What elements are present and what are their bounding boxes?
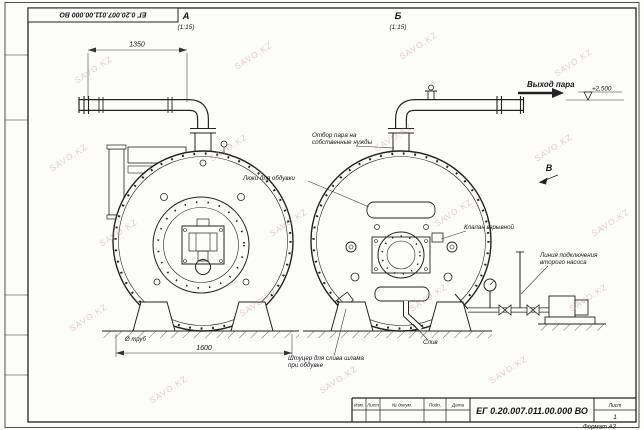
sheet-frame (5, 7, 637, 423)
manhole-frame (371, 236, 431, 274)
format-label: Формат А3 (583, 425, 616, 430)
steam-outlet-arrow (518, 88, 564, 98)
dim-top-width: 1350 (129, 42, 145, 49)
burner-assembly (181, 218, 225, 275)
tb-col-izm: Изм. (354, 403, 364, 408)
view-v-label: В (546, 163, 553, 173)
dimension-1350: 1350 (87, 42, 188, 102)
elevation-value: +2,500 (592, 86, 612, 93)
front-view-a (78, 96, 294, 332)
support-saddle (330, 301, 374, 332)
flange-bolts-ring (114, 152, 292, 330)
valve-icon (498, 304, 506, 316)
annotation-sludge-1: Штуцер для слива шлама (288, 355, 364, 362)
pipe-diameter-note: Ø труб (124, 337, 147, 343)
support-saddle (428, 301, 472, 332)
sheet-edge (4, 2, 640, 428)
view-b-label: Б (395, 11, 402, 22)
tb-col-data: Дата (451, 403, 465, 408)
steam-outlet-label: Выход пара (527, 80, 575, 89)
valve-icon (526, 304, 534, 316)
tb-col-podp: Подп. (429, 403, 441, 408)
tb-sheet-label: Лист (608, 403, 622, 409)
tb-col-list: Лист (366, 403, 379, 408)
tb-col-doc: № докум. (392, 403, 412, 408)
annotation-explosion-valve: Клапан взрывной (464, 224, 515, 231)
support-saddle (132, 301, 176, 332)
rear-view-b (310, 84, 525, 332)
top-stamp: ЕГ 0.20.007.011.00.000 ВО (27, 7, 179, 23)
annotation-sludge-2: при обдувке (288, 362, 324, 369)
dim-bottom-width: 1600 (196, 345, 212, 352)
support-saddle (230, 301, 274, 332)
front-door (152, 196, 250, 294)
top-stamp-doc-number: ЕГ 0.20.007.011.00.000 ВО (59, 10, 146, 17)
elevation-mark: +2,500 (566, 86, 624, 101)
annotation-pump-line-2: второго насоса (540, 259, 587, 266)
blow-hatch-top (366, 201, 436, 219)
view-b-scale: (1:15) (390, 24, 407, 31)
ground-hatching-right (303, 330, 492, 338)
view-v-marker: В (539, 163, 559, 185)
annotation-own-needs-2: собственные нужды (312, 139, 373, 146)
blow-hatch-bottom (374, 286, 430, 302)
annotation-blow-hatches: Люки для обдувки (242, 175, 295, 182)
takeoff-valve-icon (428, 84, 434, 91)
explosion-valve (431, 232, 444, 243)
flange-bolts-ring (312, 152, 490, 330)
dimension-1600: 1600 (115, 334, 293, 357)
title-block: Изм. Лист № докум. Подп. Дата ЕГ 0.20.00… (351, 397, 636, 422)
view-a-label: А (182, 11, 190, 22)
view-a-scale: (1:15) (178, 24, 195, 31)
manhole (377, 231, 425, 279)
tb-doc-number: ЕГ 0.20.007.011.00.000 ВО (476, 406, 588, 416)
pump-ground-hatch (538, 324, 606, 331)
annotation-pump-line-1: Линия подключения (539, 252, 598, 259)
annotation-own-needs-1: Отбор пара на (312, 132, 357, 139)
tb-sheet-number: 1 (613, 414, 617, 421)
feed-pump-unit (454, 251, 606, 331)
annotation-drain: Слив (423, 339, 438, 346)
pump-body (574, 299, 589, 316)
